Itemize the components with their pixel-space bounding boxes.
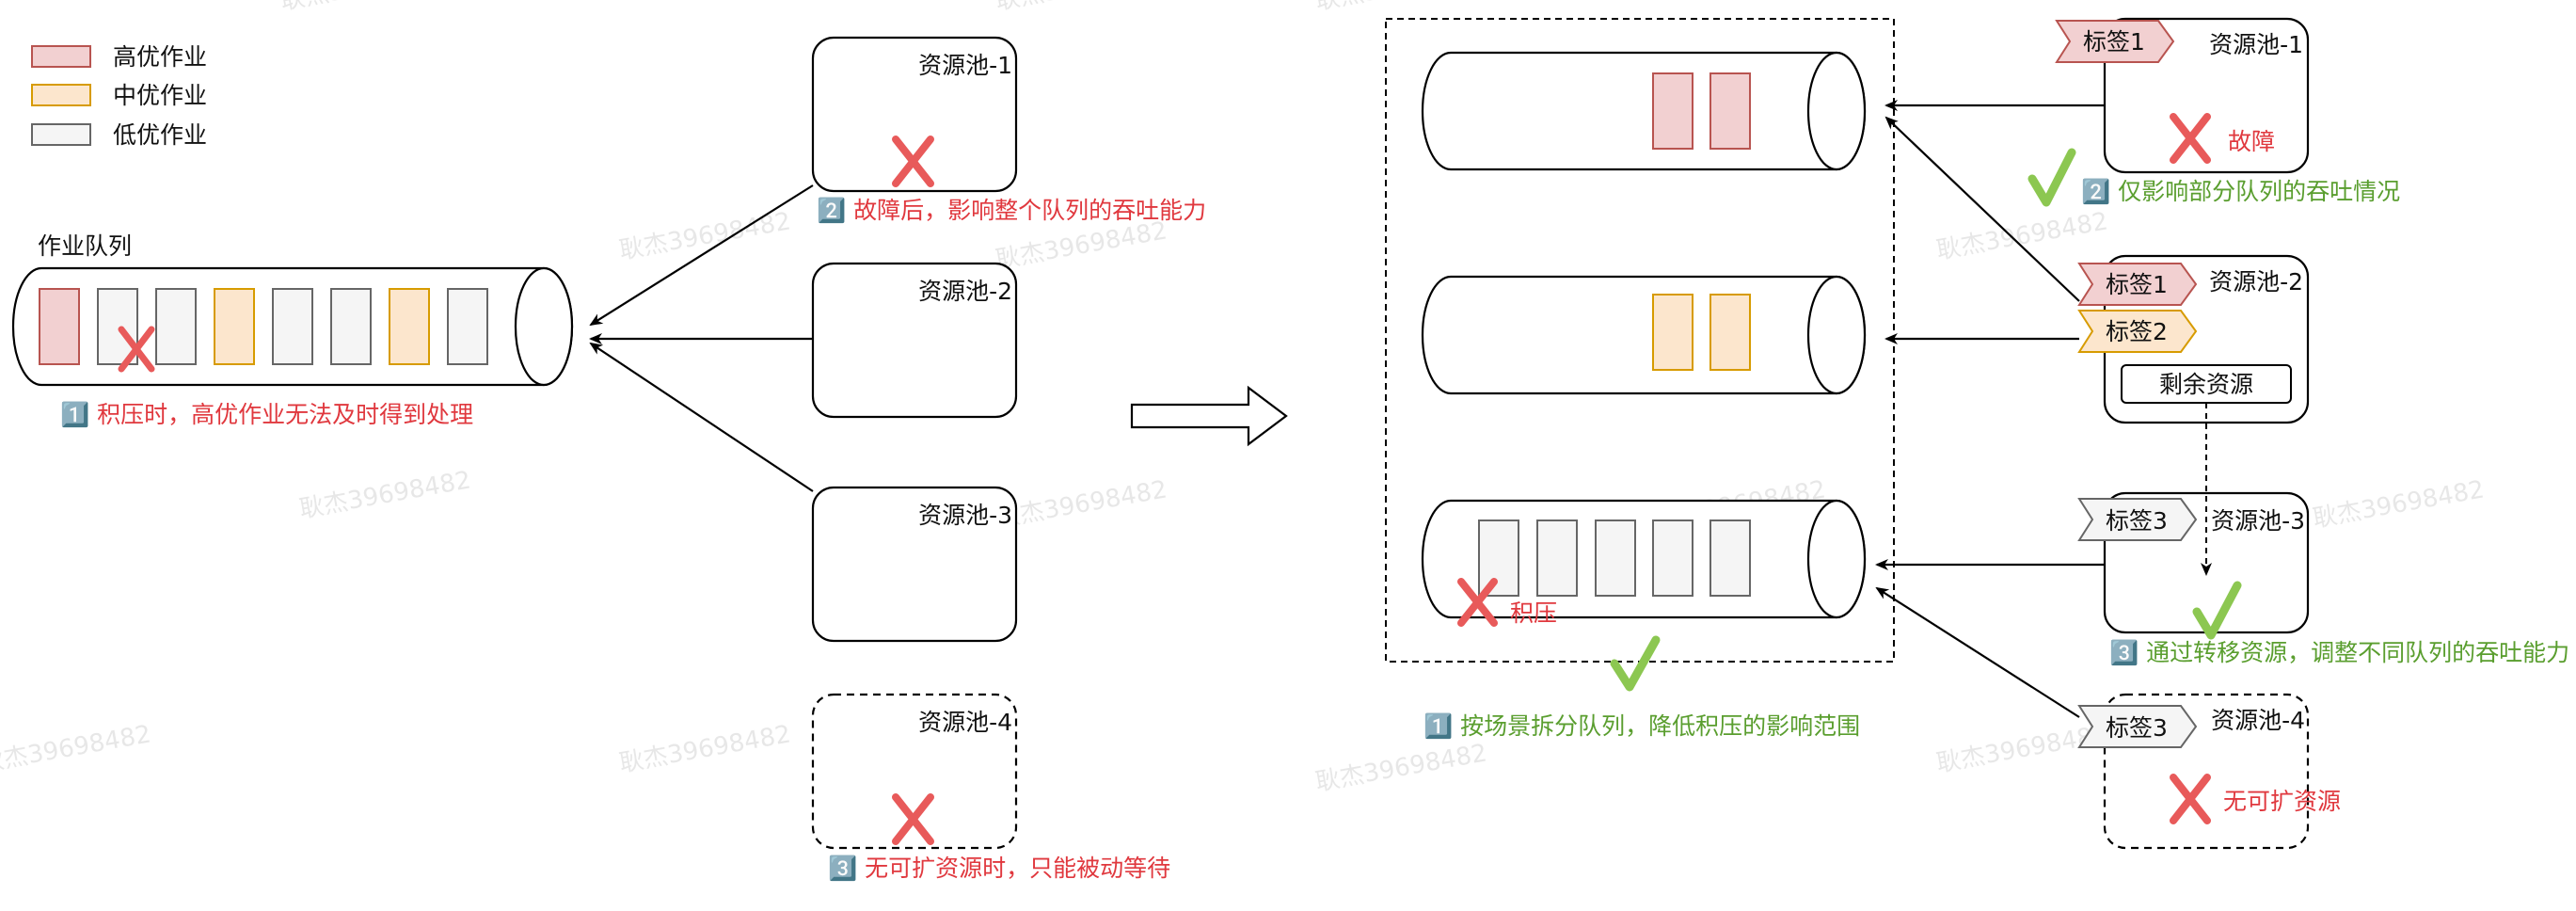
check-icon: [2027, 148, 2076, 207]
right-pool-3: 资源池-3 标签3: [2077, 491, 2310, 634]
right-no-expand-label: 无可扩资源: [2223, 788, 2341, 815]
left-queue-items: [39, 288, 488, 365]
watermark-text: 耿杰39698482: [278, 0, 454, 16]
right-queue-3: 积压: [1421, 499, 1867, 627]
left-pools: 资源池-1 2️⃣ 故障后，影响整个队列的吞吐能力 资源池-2 资源池-3 资源…: [811, 36, 1206, 882]
transform-arrow-icon: [1130, 385, 1288, 447]
legend-low-swatch: [31, 123, 91, 146]
queue-item-low: [155, 288, 197, 365]
right-note-scene: 1️⃣ 按场景拆分队列，降低积压的影响范围: [1423, 712, 1860, 740]
right-pool-1: 资源池-1 标签1 故障: [2055, 17, 2310, 174]
legend-high-label: 高优作业: [113, 43, 207, 71]
cross-icon: [892, 136, 934, 187]
watermark-text: 耿杰39698482: [1313, 0, 1489, 16]
left-note-failure: 2️⃣ 故障后，影响整个队列的吞吐能力: [817, 197, 1206, 224]
legend-mid-label: 中优作业: [113, 82, 207, 109]
left-queue-cylinder-cap: [514, 266, 574, 387]
right-pool-2: 资源池-2 标签1 标签2 剩余资源: [2077, 254, 2310, 424]
left-pool-3-label: 资源池-3: [918, 502, 1012, 529]
watermark-text: 耿杰39698482: [1313, 739, 1489, 797]
watermark-text: 耿杰39698482: [1934, 207, 2110, 265]
watermark-text: 耿杰39698482: [617, 720, 793, 778]
queue-item-low: [330, 288, 372, 365]
queue-item-high: [39, 288, 80, 365]
queue-item-mid: [214, 288, 255, 365]
right-pool-3-label: 资源池-3: [2211, 507, 2305, 535]
left-pool-1: [811, 36, 1018, 193]
legend-low-label: 低优作业: [113, 121, 207, 149]
watermark-text: 耿杰39698482: [994, 0, 1169, 16]
queue-item-high: [1652, 72, 1693, 150]
legend-mid-swatch: [31, 84, 91, 106]
right-note-transfer: 3️⃣ 通过转移资源，调整不同队列的吞吐能力: [2109, 639, 2569, 666]
right-queue-1: [1421, 51, 1867, 171]
legend: 高优作业 中优作业 低优作业: [31, 43, 207, 149]
left-pool-2-label: 资源池-2: [918, 278, 1012, 305]
left-pool-4: [811, 693, 1018, 850]
watermark-text: 耿杰39698482: [2311, 475, 2487, 534]
right-arrows: [1875, 100, 2105, 718]
right-pool-1-tag: 标签1: [2083, 28, 2145, 56]
cross-icon: [892, 793, 934, 845]
right-pool-1-label: 资源池-1: [2209, 31, 2303, 58]
cross-icon: [2170, 774, 2211, 824]
right-pool-4-label: 资源池-4: [2211, 707, 2305, 734]
right-pool-2-label: 资源池-2: [2209, 268, 2303, 296]
left-queue: 作业队列 1️⃣ 积压时，高优作业无法及时得到处理: [11, 232, 574, 428]
legend-high-swatch: [31, 45, 91, 68]
right-pool-4-tag: 标签3: [2106, 714, 2168, 742]
queue-item-low: [1478, 519, 1519, 597]
queue-item-low: [447, 288, 488, 365]
left-pool-3: [811, 486, 1018, 643]
left-pool-1-label: 资源池-1: [918, 52, 1012, 79]
watermark-text: 耿杰39698482: [617, 207, 793, 265]
queue-item-high: [1709, 72, 1751, 150]
tag-2-shape: [2077, 310, 2198, 353]
right-pool-3-tag: 标签3: [2106, 507, 2168, 535]
watermark-text: 耿杰39698482: [994, 475, 1169, 534]
cross-icon: [1457, 578, 1498, 627]
right-failure-label: 故障: [2228, 128, 2275, 155]
right-backlog-label: 积压: [1510, 599, 1557, 627]
queue-item-mid: [1652, 294, 1693, 371]
watermark-text: 耿杰39698482: [297, 466, 473, 524]
spare-resource-label: 剩余资源: [2159, 371, 2253, 398]
tag-1-shape: [2077, 263, 2198, 306]
queue-item-low: [1652, 519, 1693, 597]
watermark-text: 耿杰39698482: [994, 216, 1169, 275]
cross-icon: [2170, 113, 2211, 164]
right-note-partial: 2️⃣ 仅影响部分队列的吞吐情况: [2081, 178, 2400, 205]
watermark-text: 耿杰39698482: [0, 720, 153, 778]
queue-item-low: [1536, 519, 1578, 597]
check-icon: [1610, 635, 1661, 692]
right-pool-2-tag1: 标签1: [2106, 271, 2168, 298]
tag-1-shape: [2055, 20, 2175, 63]
watermark-text: 耿杰39698482: [1934, 720, 2110, 778]
right-queue-2: [1421, 275, 1867, 395]
tag-3-shape: [2077, 498, 2198, 541]
left-note-backlog: 1️⃣ 积压时，高优作业无法及时得到处理: [60, 401, 473, 428]
cross-icon: [118, 326, 155, 373]
check-icon: [2192, 581, 2242, 640]
left-queue-title: 作业队列: [38, 232, 132, 260]
right-pool-2-tag2: 标签2: [2106, 318, 2168, 345]
queue-item-low: [272, 288, 313, 365]
queue-item-low: [1595, 519, 1636, 597]
left-arrows: [589, 184, 814, 492]
tag-3-shape: [2077, 705, 2198, 748]
left-pool-4-label: 资源池-4: [918, 709, 1012, 736]
left-pool-2: [811, 262, 1018, 419]
right-pool-4: 资源池-4 标签3 无可扩资源: [2077, 693, 2341, 850]
queue-item-low: [1709, 519, 1751, 597]
left-note-no-expand: 3️⃣ 无可扩资源时，只能被动等待: [828, 855, 1170, 882]
queue-item-mid: [389, 288, 430, 365]
queue-item-mid: [1709, 294, 1751, 371]
